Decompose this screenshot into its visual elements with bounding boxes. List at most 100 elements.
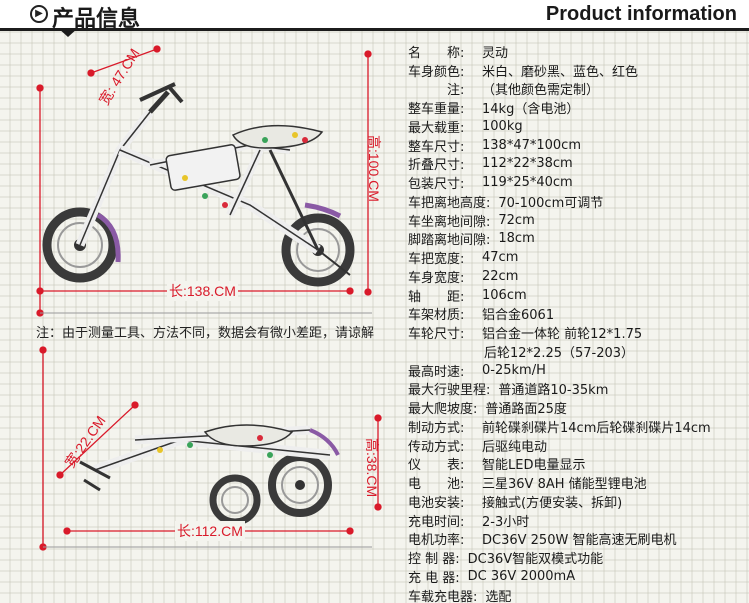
spec-value: 铝合金一体轮 前轮12*1.75	[482, 327, 643, 343]
spec-row: 注: （其他颜色需定制）	[408, 80, 743, 99]
spec-row: 充电时间: 2-3小时	[408, 511, 743, 530]
spec-label: 最大爬坡度:	[408, 402, 478, 418]
spec-label: 整车重量:	[408, 102, 465, 118]
spec-row: 电机功率: DC36V 250W 智能高速无刷电机	[408, 530, 743, 549]
spec-label: 车轮尺寸:	[408, 327, 465, 343]
section-title-cn: 产品信息	[52, 6, 141, 32]
measurement-note: 注：由于测量工具、方法不同，数据会有微小差距，请谅解	[36, 326, 375, 341]
spec-row: 车身宽度: 22cm	[408, 267, 743, 286]
spec-row: 整车尺寸: 138*47*100cm	[408, 136, 743, 155]
spec-row: 电池安装: 接触式(方便安装、拆卸)	[408, 492, 743, 511]
spec-label: 车架材质:	[408, 308, 465, 324]
spec-value: 47cm	[482, 250, 519, 266]
spec-row: 脚踏离地间隙: 18cm	[408, 230, 743, 249]
spec-value: DC36V智能双模式功能	[467, 552, 604, 568]
spec-value: 后驱纯电动	[482, 439, 548, 455]
spec-value: 22cm	[482, 268, 519, 284]
circle-chevron-right-icon: ▶	[30, 5, 48, 23]
spec-value: 138*47*100cm	[482, 137, 581, 153]
spec-label: 车坐离地间隙:	[408, 214, 491, 230]
spec-label: 整车尺寸:	[408, 139, 465, 155]
spec-row: 整车重量: 14kg（含电池）	[408, 98, 743, 117]
spec-value: 普通道路10-35km	[498, 383, 609, 399]
length-dimension-label: 长:138.CM	[167, 281, 238, 301]
spec-row: 车载充电器: 选配	[408, 586, 743, 603]
spec-row: 充 电 器:DC 36V 2000mA	[408, 567, 743, 586]
spec-value: 100kg	[482, 118, 523, 134]
spec-label: 电机功率:	[408, 533, 465, 549]
spec-label: 充电时间:	[408, 514, 465, 530]
spec-value: 18cm	[498, 231, 535, 247]
spec-value: 后轮12*2.25（57-203）	[484, 345, 635, 361]
spec-label: 名 称:	[408, 45, 465, 61]
spec-row: 车坐离地间隙: 72cm	[408, 211, 743, 230]
spec-value: DC 36V 2000mA	[467, 568, 576, 584]
height-dimension-label: 高:100.CM	[366, 135, 382, 202]
spec-row: 最大载重: 100kg	[408, 117, 743, 136]
spec-value: 米白、磨砂黑、蓝色、红色	[482, 64, 639, 80]
spec-label: 车身颜色:	[408, 64, 465, 80]
spec-label: 最高时速:	[408, 364, 465, 380]
spec-value: 灵动	[482, 45, 509, 61]
spec-value: DC36V 250W 智能高速无刷电机	[482, 533, 677, 549]
spec-row: 最大行驶里程: 普通道路10-35km	[408, 380, 743, 399]
spec-row: 车架材质: 铝合金6061	[408, 305, 743, 324]
spec-label: 制动方式:	[408, 420, 465, 436]
spec-value: 72cm	[498, 212, 535, 228]
spec-row: 折叠尺寸: 112*22*38cm	[408, 155, 743, 174]
spec-value: 119*25*40cm	[482, 175, 573, 191]
spec-value: 2-3小时	[482, 514, 530, 530]
spec-row: 制动方式: 前轮碟刹碟片14cm后轮碟刹碟片14cm	[408, 417, 743, 436]
section-title-en: Product information	[545, 3, 737, 25]
spec-value: 0-25km/H	[482, 362, 546, 378]
spec-row: 车把宽度: 47cm	[408, 248, 743, 267]
spec-value: 智能LED电量显示	[482, 458, 586, 474]
spec-value: 106cm	[482, 287, 527, 303]
spec-row: 车轮尺寸: 铝合金一体轮 前轮12*1.75	[408, 323, 743, 342]
scooter-diagram	[36, 45, 382, 551]
spec-row: 后轮12*2.25（57-203）	[408, 342, 743, 361]
spec-value: 接触式(方便安装、拆卸)	[482, 495, 623, 511]
folded-scooter	[79, 424, 340, 526]
spec-label: 传动方式:	[408, 439, 465, 455]
folded-length-label: 长:112.CM	[175, 521, 245, 541]
spec-value: 112*22*38cm	[482, 156, 573, 172]
spec-row: 车身颜色: 米白、磨砂黑、蓝色、红色	[408, 61, 743, 80]
spec-row: 传动方式: 后驱纯电动	[408, 436, 743, 455]
spec-label: 控 制 器:	[408, 552, 460, 568]
spec-label: 车载充电器:	[408, 589, 478, 603]
header-tab-marker	[58, 28, 78, 37]
spec-value: （其他颜色需定制）	[482, 83, 600, 99]
spec-row: 轴 距: 106cm	[408, 286, 743, 305]
spec-label: 折叠尺寸:	[408, 158, 465, 174]
spec-value: 选配	[485, 589, 512, 603]
spec-label: 车身宽度:	[408, 270, 465, 286]
spec-value: 铝合金6061	[482, 308, 555, 324]
spec-row: 电 池:三星36V 8AH 储能型锂电池	[408, 473, 743, 492]
spec-row: 仪 表: 智能LED电量显示	[408, 455, 743, 474]
spec-label: 车把离地高度:	[408, 195, 491, 211]
spec-label: 仪 表:	[408, 458, 465, 474]
spec-value: 14kg（含电池）	[482, 102, 580, 118]
spec-row: 车把离地高度:70-100cm可调节	[408, 192, 743, 211]
spec-label: 轴 距:	[408, 289, 465, 305]
header-bar	[0, 0, 749, 30]
spec-row: 最高时速: 0-25km/H	[408, 361, 743, 380]
spec-row: 最大爬坡度: 普通路面25度	[408, 398, 743, 417]
spec-label: 注:	[408, 83, 465, 99]
spec-row: 名 称: 灵动	[408, 42, 743, 61]
spec-label: 电池安装:	[408, 495, 465, 511]
header-divider	[0, 28, 749, 31]
unfolded-scooter	[42, 82, 355, 287]
spec-label: 车把宽度:	[408, 252, 465, 268]
spec-label: 包装尺寸:	[408, 177, 465, 193]
spec-label: 电 池:	[408, 477, 465, 493]
spec-row: 包装尺寸: 119*25*40cm	[408, 173, 743, 192]
spec-label: 脚踏离地间隙:	[408, 233, 491, 249]
spec-value: 普通路面25度	[485, 402, 567, 418]
spec-row: 控 制 器: DC36V智能双模式功能	[408, 548, 743, 567]
spec-list: 名 称:灵动车身颜色:米白、磨砂黑、蓝色、红色 注:（其他颜色需定制）整车重量:…	[408, 42, 743, 603]
spec-label: 最大行驶里程:	[408, 383, 491, 399]
spec-value: 前轮碟刹碟片14cm后轮碟刹碟片14cm	[482, 420, 711, 436]
spec-label: 最大载重:	[408, 120, 465, 136]
